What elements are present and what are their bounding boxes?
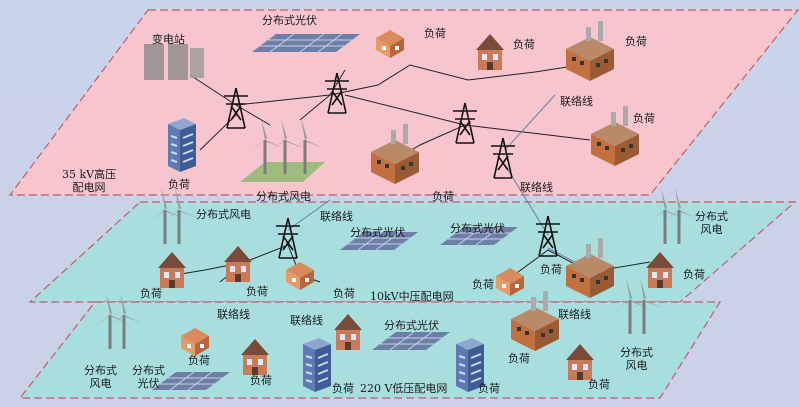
load-label: 负荷 [424,27,446,40]
layer-10kv-label: 10kV中压配电网 [370,290,454,303]
load-label: 负荷 [625,35,647,48]
tie-line-label: 联络线 [558,308,591,321]
wind-label: 分布式风电 [695,210,728,236]
pv-label: 分布式光伏 [132,364,165,390]
load-label: 负荷 [333,287,355,300]
tie-line-label: 联络线 [290,314,323,327]
tie-line-label: 联络线 [560,95,593,108]
load-label: 负荷 [250,374,272,387]
wind-label: 分布式风电 [84,364,117,390]
load-label: 负荷 [188,354,210,367]
layer-35kv-label: 35 kV高压配电网 [62,168,117,194]
building-load-icon [302,337,332,393]
wind-label: 分布式风电 [256,190,311,203]
load-label: 负荷 [588,378,610,391]
pv-label: 分布式光伏 [450,222,505,235]
layer-220v-label: 220 V低压配电网 [360,382,448,395]
load-label: 负荷 [140,287,162,300]
load-label: 负荷 [508,352,530,365]
load-label: 负荷 [478,382,500,395]
load-label: 负荷 [540,263,562,276]
pv-label: 分布式光伏 [384,319,439,332]
load-label: 负荷 [332,382,354,395]
load-label: 负荷 [246,285,268,298]
wind-label: 分布式风电 [196,208,251,221]
load-label: 负荷 [683,268,705,281]
load-label: 负荷 [432,190,454,203]
substation-label: 变电站 [152,33,185,46]
pv-label: 分布式光伏 [262,14,317,27]
load-label: 负荷 [633,112,655,125]
wind-label: 分布式风电 [620,346,653,372]
tie-line-label: 联络线 [217,308,250,321]
top-layer-lines [189,64,591,161]
tie-line-label: 联络线 [320,210,353,223]
wind-farm-icon [240,118,325,182]
substation-icon [144,44,204,80]
load-label: 负荷 [472,278,494,291]
load-label: 负荷 [168,178,190,191]
load-label: 负荷 [513,38,535,51]
building-load-icon [167,117,197,173]
pv-label: 分布式光伏 [350,226,405,239]
tie-line-label: 联络线 [520,181,553,194]
